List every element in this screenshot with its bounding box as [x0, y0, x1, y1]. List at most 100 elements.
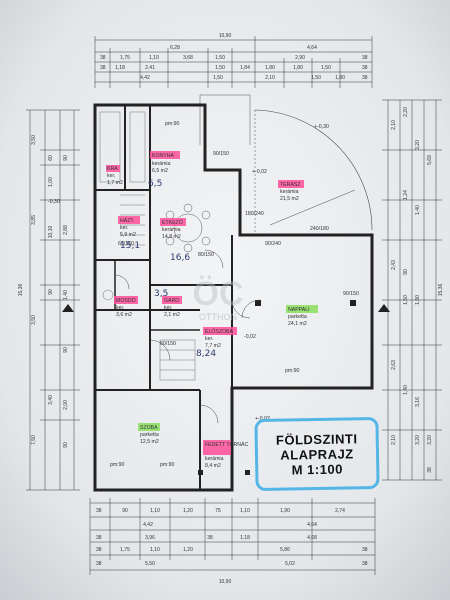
level-markers: +-0,30 +-0,02 -0,02 -0,30 +-0,02 [48, 124, 329, 422]
svg-text:1,80: 1,80 [293, 65, 303, 71]
svg-text:1,50: 1,50 [403, 295, 409, 305]
svg-text:38: 38 [362, 75, 368, 81]
dining-table [165, 203, 211, 253]
level-top: +-0,30 [314, 124, 329, 130]
room-eloszoba-name: ELŐSZOBA [205, 328, 234, 335]
svg-text:2,74: 2,74 [335, 508, 345, 514]
svg-text:1,18: 1,18 [240, 535, 250, 541]
svg-text:1,50: 1,50 [311, 75, 321, 81]
svg-text:38: 38 [207, 535, 213, 541]
svg-text:21,5 m2: 21,5 m2 [280, 196, 299, 202]
room-kra-name: KRA [107, 166, 118, 172]
svg-text:60/150: 60/150 [118, 241, 134, 247]
room-mosdo-name: MOSDÓ [116, 297, 136, 304]
svg-text:2,90: 2,90 [295, 55, 305, 61]
top-dimension-lines: 10,90 6,28 4,64 38 1,75 1,10 3,68 1,50 2… [94, 33, 373, 88]
svg-text:2,88: 2,88 [63, 225, 69, 235]
svg-text:ker.: ker. [205, 336, 213, 342]
svg-text:75: 75 [215, 508, 221, 514]
bottom-dimension-lines: 38 90 1,10 1,20 75 1,10 1,90 2,74 4,42 4… [89, 498, 376, 585]
watermark-logo: ÖC OTTHON [193, 275, 244, 322]
door-swings [114, 249, 261, 424]
svg-text:1,18: 1,18 [115, 65, 125, 71]
svg-text:60/150: 60/150 [160, 341, 176, 347]
dim-overall-top: 10,90 [219, 33, 232, 39]
svg-text:90: 90 [122, 508, 128, 514]
svg-text:90: 90 [63, 347, 69, 353]
svg-text:1,50: 1,50 [213, 75, 223, 81]
level-left: -0,30 [48, 199, 60, 205]
svg-text:1,10: 1,10 [149, 55, 159, 61]
svg-text:38: 38 [96, 561, 102, 567]
opening-labels: pm:90 pm:90 pm:90 pm:90 180/240 90/150 6… [110, 121, 359, 468]
svg-text:1,50: 1,50 [215, 55, 225, 61]
svg-text:1,10: 1,10 [240, 508, 250, 514]
svg-text:kerámia: kerámia [280, 189, 299, 195]
svg-text:parketta: parketta [288, 314, 307, 320]
svg-text:kerámia: kerámia [162, 227, 181, 233]
svg-text:3,68: 3,68 [183, 55, 193, 61]
svg-text:38: 38 [362, 65, 368, 71]
handwritten-16-6: 16,6 [170, 253, 190, 263]
svg-text:8,4 m2: 8,4 m2 [205, 463, 221, 469]
handwritten-6-5: 6,5 [148, 179, 162, 189]
svg-text:240/180: 240/180 [310, 226, 329, 232]
dim-overall-bottom: 10,90 [219, 579, 232, 585]
handwritten-3-5: 3,5 [154, 289, 168, 299]
svg-text:90: 90 [63, 442, 69, 448]
svg-text:2,10: 2,10 [265, 75, 275, 81]
svg-text:80/150: 80/150 [198, 252, 214, 258]
svg-text:1,40: 1,40 [415, 205, 421, 215]
title-line-1: FÖLDSZINTI [275, 430, 358, 448]
room-konyha-name: KONYHA [152, 153, 174, 159]
handwritten-notes: 15,1 16,6 3,5 8,24 6,5 [120, 179, 216, 359]
svg-text:180/240: 180/240 [245, 211, 264, 217]
svg-text:1,84: 1,84 [240, 65, 250, 71]
svg-text:1,40: 1,40 [403, 385, 409, 395]
svg-text:ker.: ker. [116, 305, 124, 311]
svg-text:pm:90: pm:90 [285, 368, 300, 374]
svg-text:parketta: parketta [140, 432, 159, 438]
svg-text:2,63: 2,63 [391, 360, 397, 370]
svg-text:2,10: 2,10 [391, 120, 397, 130]
title-block: FÖLDSZINTI ALAPRAJZ M 1:100 [254, 416, 380, 492]
svg-text:3,50: 3,50 [31, 315, 37, 325]
section-markers [62, 304, 390, 312]
svg-text:12,5 m2: 12,5 m2 [140, 439, 159, 445]
level-mid: -0,02 [244, 334, 256, 340]
svg-text:1,80: 1,80 [335, 75, 345, 81]
svg-text:24,1 m2: 24,1 m2 [288, 321, 307, 327]
svg-text:kerámia: kerámia [152, 161, 171, 167]
svg-text:15,36: 15,36 [18, 284, 24, 297]
svg-text:4,42: 4,42 [140, 75, 150, 81]
svg-text:1,75: 1,75 [120, 547, 130, 553]
svg-text:4,64: 4,64 [307, 522, 317, 528]
svg-text:5,02: 5,02 [285, 561, 295, 567]
svg-text:pm:90: pm:90 [160, 462, 175, 468]
svg-text:7,7 m2: 7,7 m2 [205, 343, 221, 349]
svg-text:38: 38 [362, 561, 368, 567]
left-dimension-lines: 3,50 60 1,00 90 3,85 2,88 10,10 15,36 1,… [18, 109, 80, 491]
svg-text:5,50: 5,50 [145, 561, 155, 567]
svg-text:OTTHON: OTTHON [199, 312, 237, 322]
handwritten-8-24: 8,24 [196, 349, 216, 359]
svg-text:1,00: 1,00 [48, 177, 54, 187]
room-terasz-name: TERASZ [280, 182, 300, 188]
svg-text:14,8 m2: 14,8 m2 [162, 234, 181, 240]
svg-text:3,96: 3,96 [145, 535, 155, 541]
svg-text:38: 38 [427, 467, 433, 473]
svg-text:2,20: 2,20 [403, 107, 409, 117]
svg-text:2,41: 2,41 [145, 65, 155, 71]
svg-text:2,43: 2,43 [391, 260, 397, 270]
handwritten-15-1: 15,1 [120, 241, 140, 251]
title-scale: M 1:100 [291, 461, 343, 477]
svg-text:90/240: 90/240 [265, 241, 281, 247]
svg-text:90: 90 [403, 269, 409, 275]
fixtures [99, 111, 196, 381]
svg-text:3,20: 3,20 [415, 140, 421, 150]
svg-text:10,10: 10,10 [48, 226, 54, 239]
svg-text:60: 60 [48, 155, 54, 161]
svg-text:2,10: 2,10 [391, 435, 397, 445]
